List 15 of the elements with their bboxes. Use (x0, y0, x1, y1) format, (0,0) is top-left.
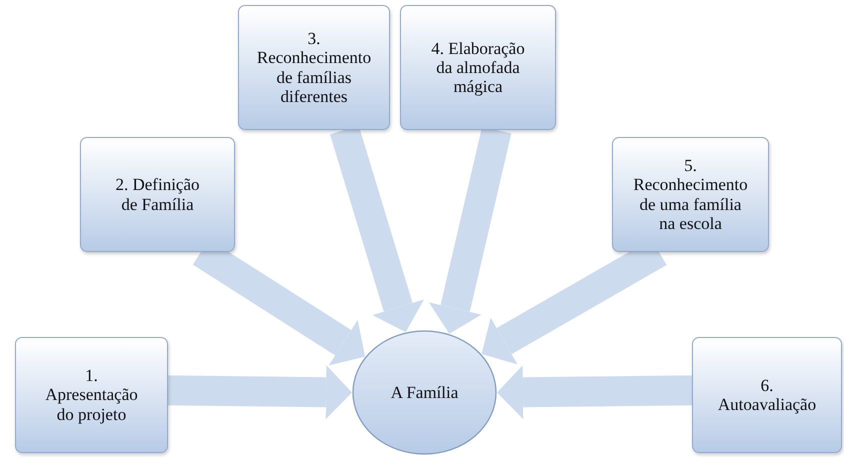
block-arrow (497, 365, 692, 420)
step-box (612, 137, 769, 252)
step-box (80, 137, 235, 252)
step-label: 1. Apresentação do projeto (44, 366, 139, 424)
step-box (400, 5, 556, 130)
step-label: 5. Reconhecimento de uma família na escola (632, 156, 749, 233)
block-arrow (168, 365, 352, 420)
step-box (692, 337, 842, 453)
step-box (238, 5, 390, 130)
step-box (15, 337, 168, 453)
step-label: 3. Reconhecimento de famílias diferentes (256, 29, 372, 106)
step-label: 6. Autoavaliação (716, 376, 818, 414)
step-label: 2. Definição de Família (114, 175, 201, 214)
step-label: 4. Elaboração da almofada mágica (430, 38, 526, 96)
center-label: A Família (390, 382, 460, 402)
